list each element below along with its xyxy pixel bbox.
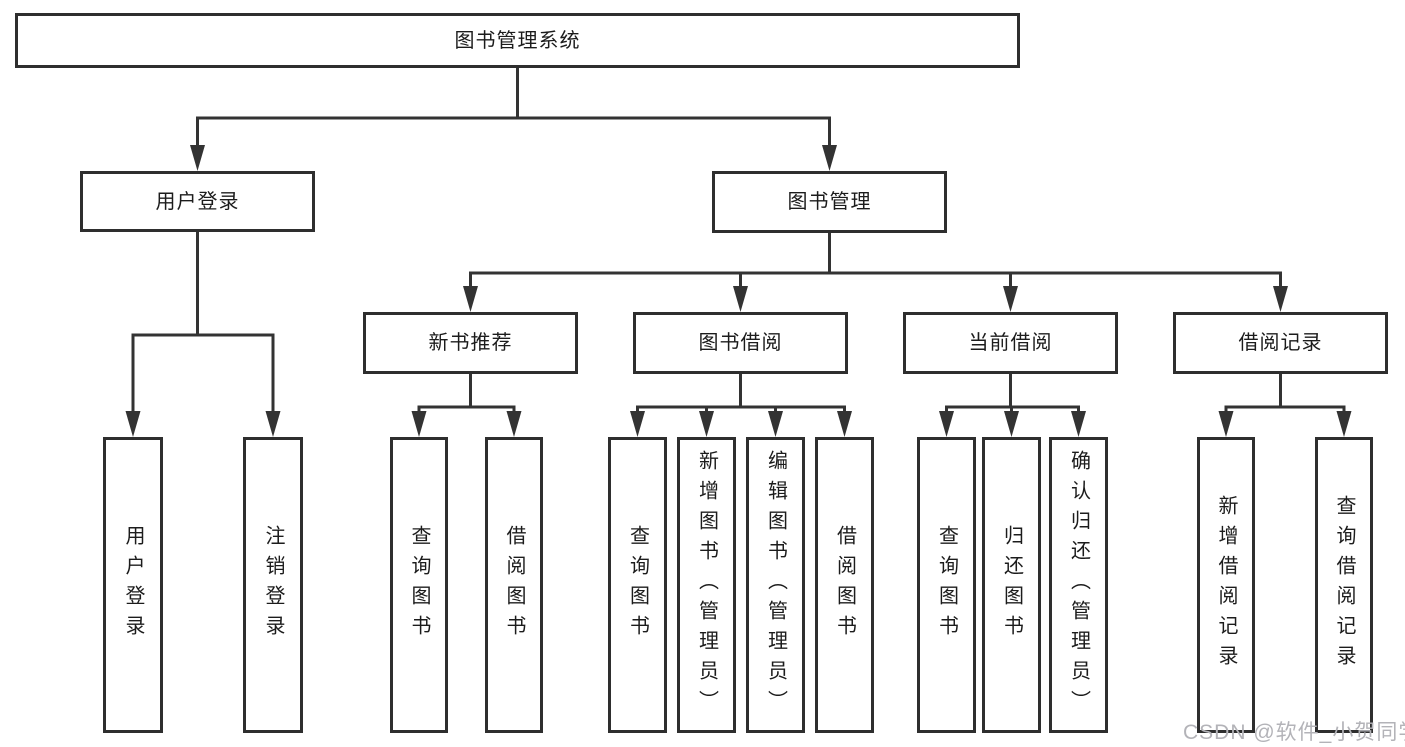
leaf-query-books-borrow-label: 查询图书 — [626, 525, 649, 645]
csdn-watermark: CSDN @软件_小贺同学 — [1183, 721, 1405, 744]
leaf-query-books-borrow: 查询图书 — [608, 437, 667, 733]
leaf-logout-label: 注销登录 — [262, 525, 284, 645]
leaf-user-login: 用户登录 — [103, 437, 163, 733]
node-user-login: 用户登录 — [80, 171, 315, 232]
leaf-query-borrow-record: 查询借阅记录 — [1315, 437, 1373, 733]
node-new-book-recommend: 新书推荐 — [363, 312, 578, 374]
leaf-return-books: 归还图书 — [982, 437, 1041, 733]
node-new-book-recommend-label: 新书推荐 — [428, 332, 513, 354]
leaf-logout: 注销登录 — [243, 437, 303, 733]
leaf-borrow-books-recommend: 借阅图书 — [485, 437, 543, 733]
leaf-user-login-label: 用户登录 — [122, 525, 144, 645]
node-book-management: 图书管理 — [712, 171, 947, 233]
node-user-login-label: 用户登录 — [155, 190, 240, 213]
leaf-query-books-recommend-label: 查询图书 — [408, 525, 430, 645]
node-current-borrow-label: 当前借阅 — [968, 332, 1053, 354]
leaf-query-books-current-label: 查询图书 — [935, 525, 958, 645]
leaf-add-borrow-record: 新增借阅记录 — [1197, 437, 1255, 733]
leaf-query-borrow-record-label: 查询借阅记录 — [1333, 495, 1355, 675]
leaf-return-books-label: 归还图书 — [1000, 525, 1023, 645]
leaf-query-books-recommend: 查询图书 — [390, 437, 448, 733]
node-book-management-label: 图书管理 — [787, 191, 872, 213]
leaf-confirm-return-admin: 确认归还（管理员） — [1049, 437, 1108, 733]
node-borrow-records: 借阅记录 — [1173, 312, 1388, 374]
leaf-add-borrow-record-label: 新增借阅记录 — [1215, 495, 1237, 675]
node-book-borrow: 图书借阅 — [633, 312, 848, 374]
leaf-add-books-admin: 新增图书（管理员） — [677, 437, 736, 733]
leaf-borrow-books-label: 借阅图书 — [833, 525, 856, 645]
node-borrow-records-label: 借阅记录 — [1238, 332, 1323, 354]
node-book-borrow-label: 图书借阅 — [698, 332, 783, 354]
leaf-borrow-books: 借阅图书 — [815, 437, 874, 733]
leaf-add-books-admin-label: 新增图书（管理员） — [695, 450, 718, 720]
leaf-query-books-current: 查询图书 — [917, 437, 976, 733]
leaf-edit-books-admin: 编辑图书（管理员） — [746, 437, 805, 733]
node-root-label: 图书管理系统 — [454, 29, 581, 52]
leaf-edit-books-admin-label: 编辑图书（管理员） — [764, 450, 787, 720]
node-current-borrow: 当前借阅 — [903, 312, 1118, 374]
node-root: 图书管理系统 — [15, 13, 1020, 68]
leaf-confirm-return-admin-label: 确认归还（管理员） — [1067, 450, 1090, 720]
leaf-borrow-books-recommend-label: 借阅图书 — [503, 525, 525, 645]
